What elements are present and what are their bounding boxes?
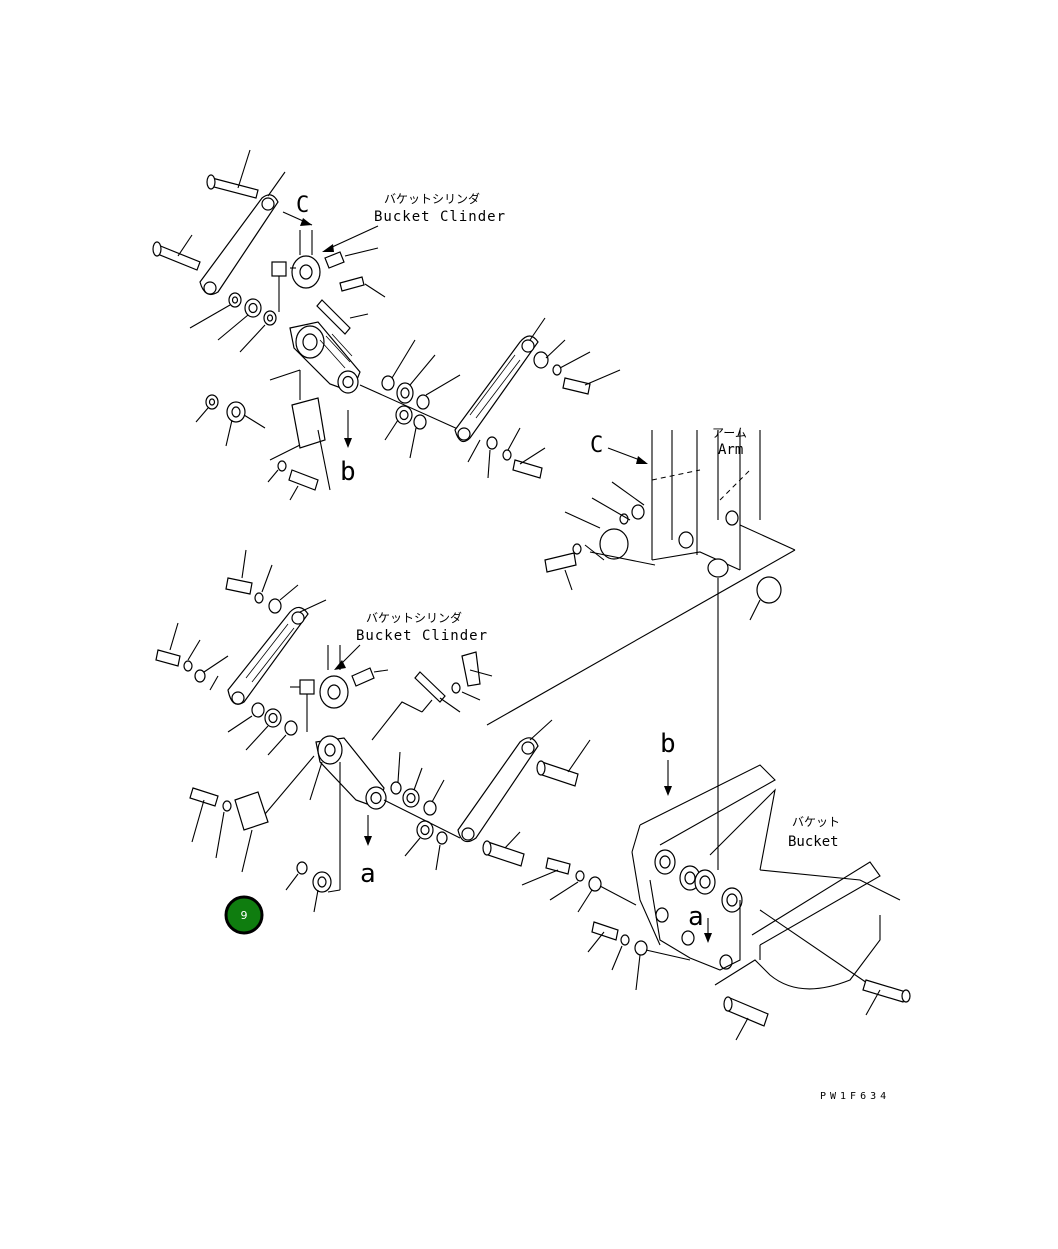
upper-grease-fitting [271,261,296,312]
lower-link-assembly: バケットシリンダ Bucket Clinder [155,549,691,991]
bucket-cylinder-label-jp-lower: バケットシリンダ [366,610,462,625]
callout-9[interactable]: 9 [224,895,264,935]
ref-b-label-bucket: b [660,729,676,759]
upper-pin-2 [152,234,201,271]
bucket-cylinder-label-jp-upper: バケットシリンダ [384,191,480,206]
view-c-label-upper: C [296,193,309,218]
bucket-pin-1 [723,996,769,1041]
upper-shim-plate [269,397,331,491]
callout-circle[interactable] [224,895,264,935]
upper-middle-washers [359,339,461,459]
upper-right-link [454,317,546,443]
bucket-pin-2 [862,979,911,1016]
view-c-label-arm: C [590,433,603,458]
arm-assembly: C アーム Arm [486,426,796,870]
bucket-label-jp: バケット [792,815,840,829]
ref-a-label-bucket: a [688,902,704,932]
upper-link-assembly: C バケットシリンダ Bucket Clinder [152,149,621,501]
lower-pin-1 [536,739,591,787]
lower-grease-fitting [290,679,315,732]
lower-bucket-link [259,735,387,893]
ref-b-label-upper: b [340,457,356,487]
arm-label-jp: アーム [712,426,747,440]
callout-number: 9 [241,909,248,922]
upper-left-washers [189,292,277,353]
lower-pin-2 [482,831,525,867]
drawing-number: PW1F634 [820,1091,890,1102]
upper-pin-1 [206,149,259,199]
upper-side-link [199,171,286,295]
bucket-assembly: b a バケット Bucket [631,729,911,1041]
upper-bucket-link [269,321,361,400]
arm-label-en: Arm [718,442,743,458]
bucket-label-en: Bucket [788,834,839,850]
lower-side-link [227,599,327,705]
bucket-cylinder-label-en-upper: Bucket Clinder [374,209,506,225]
upper-cylinder-rod-end [291,230,321,289]
lower-right-link [457,719,553,843]
ref-a-label-lower: a [360,859,376,889]
lower-cylinder-rod-end [319,645,349,709]
bucket-cylinder-label-en-lower: Bucket Clinder [356,628,488,644]
